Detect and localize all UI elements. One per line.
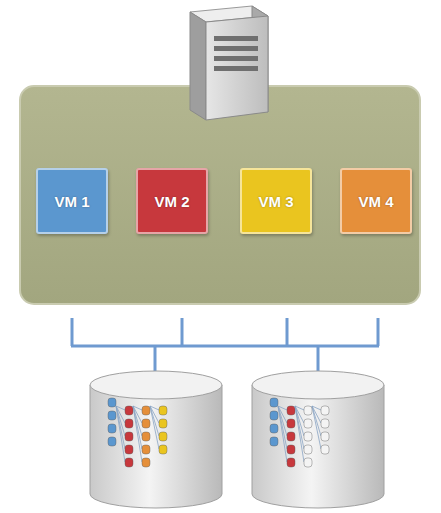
vm-label: VM 4: [358, 193, 393, 210]
vm-box: VM 2: [136, 168, 208, 234]
vm-label: VM 2: [154, 193, 189, 210]
vm-box: VM 4: [340, 168, 412, 234]
host-panel: [20, 86, 420, 304]
storage-disk: [252, 371, 384, 508]
data-tree: [108, 398, 329, 467]
vm-label: VM 1: [54, 193, 89, 210]
vm-box: VM 1: [36, 168, 108, 234]
server-icon: [190, 6, 268, 120]
vm-label: VM 3: [258, 193, 293, 210]
vm-box: VM 3: [240, 168, 312, 234]
storage-disk: [90, 371, 222, 508]
